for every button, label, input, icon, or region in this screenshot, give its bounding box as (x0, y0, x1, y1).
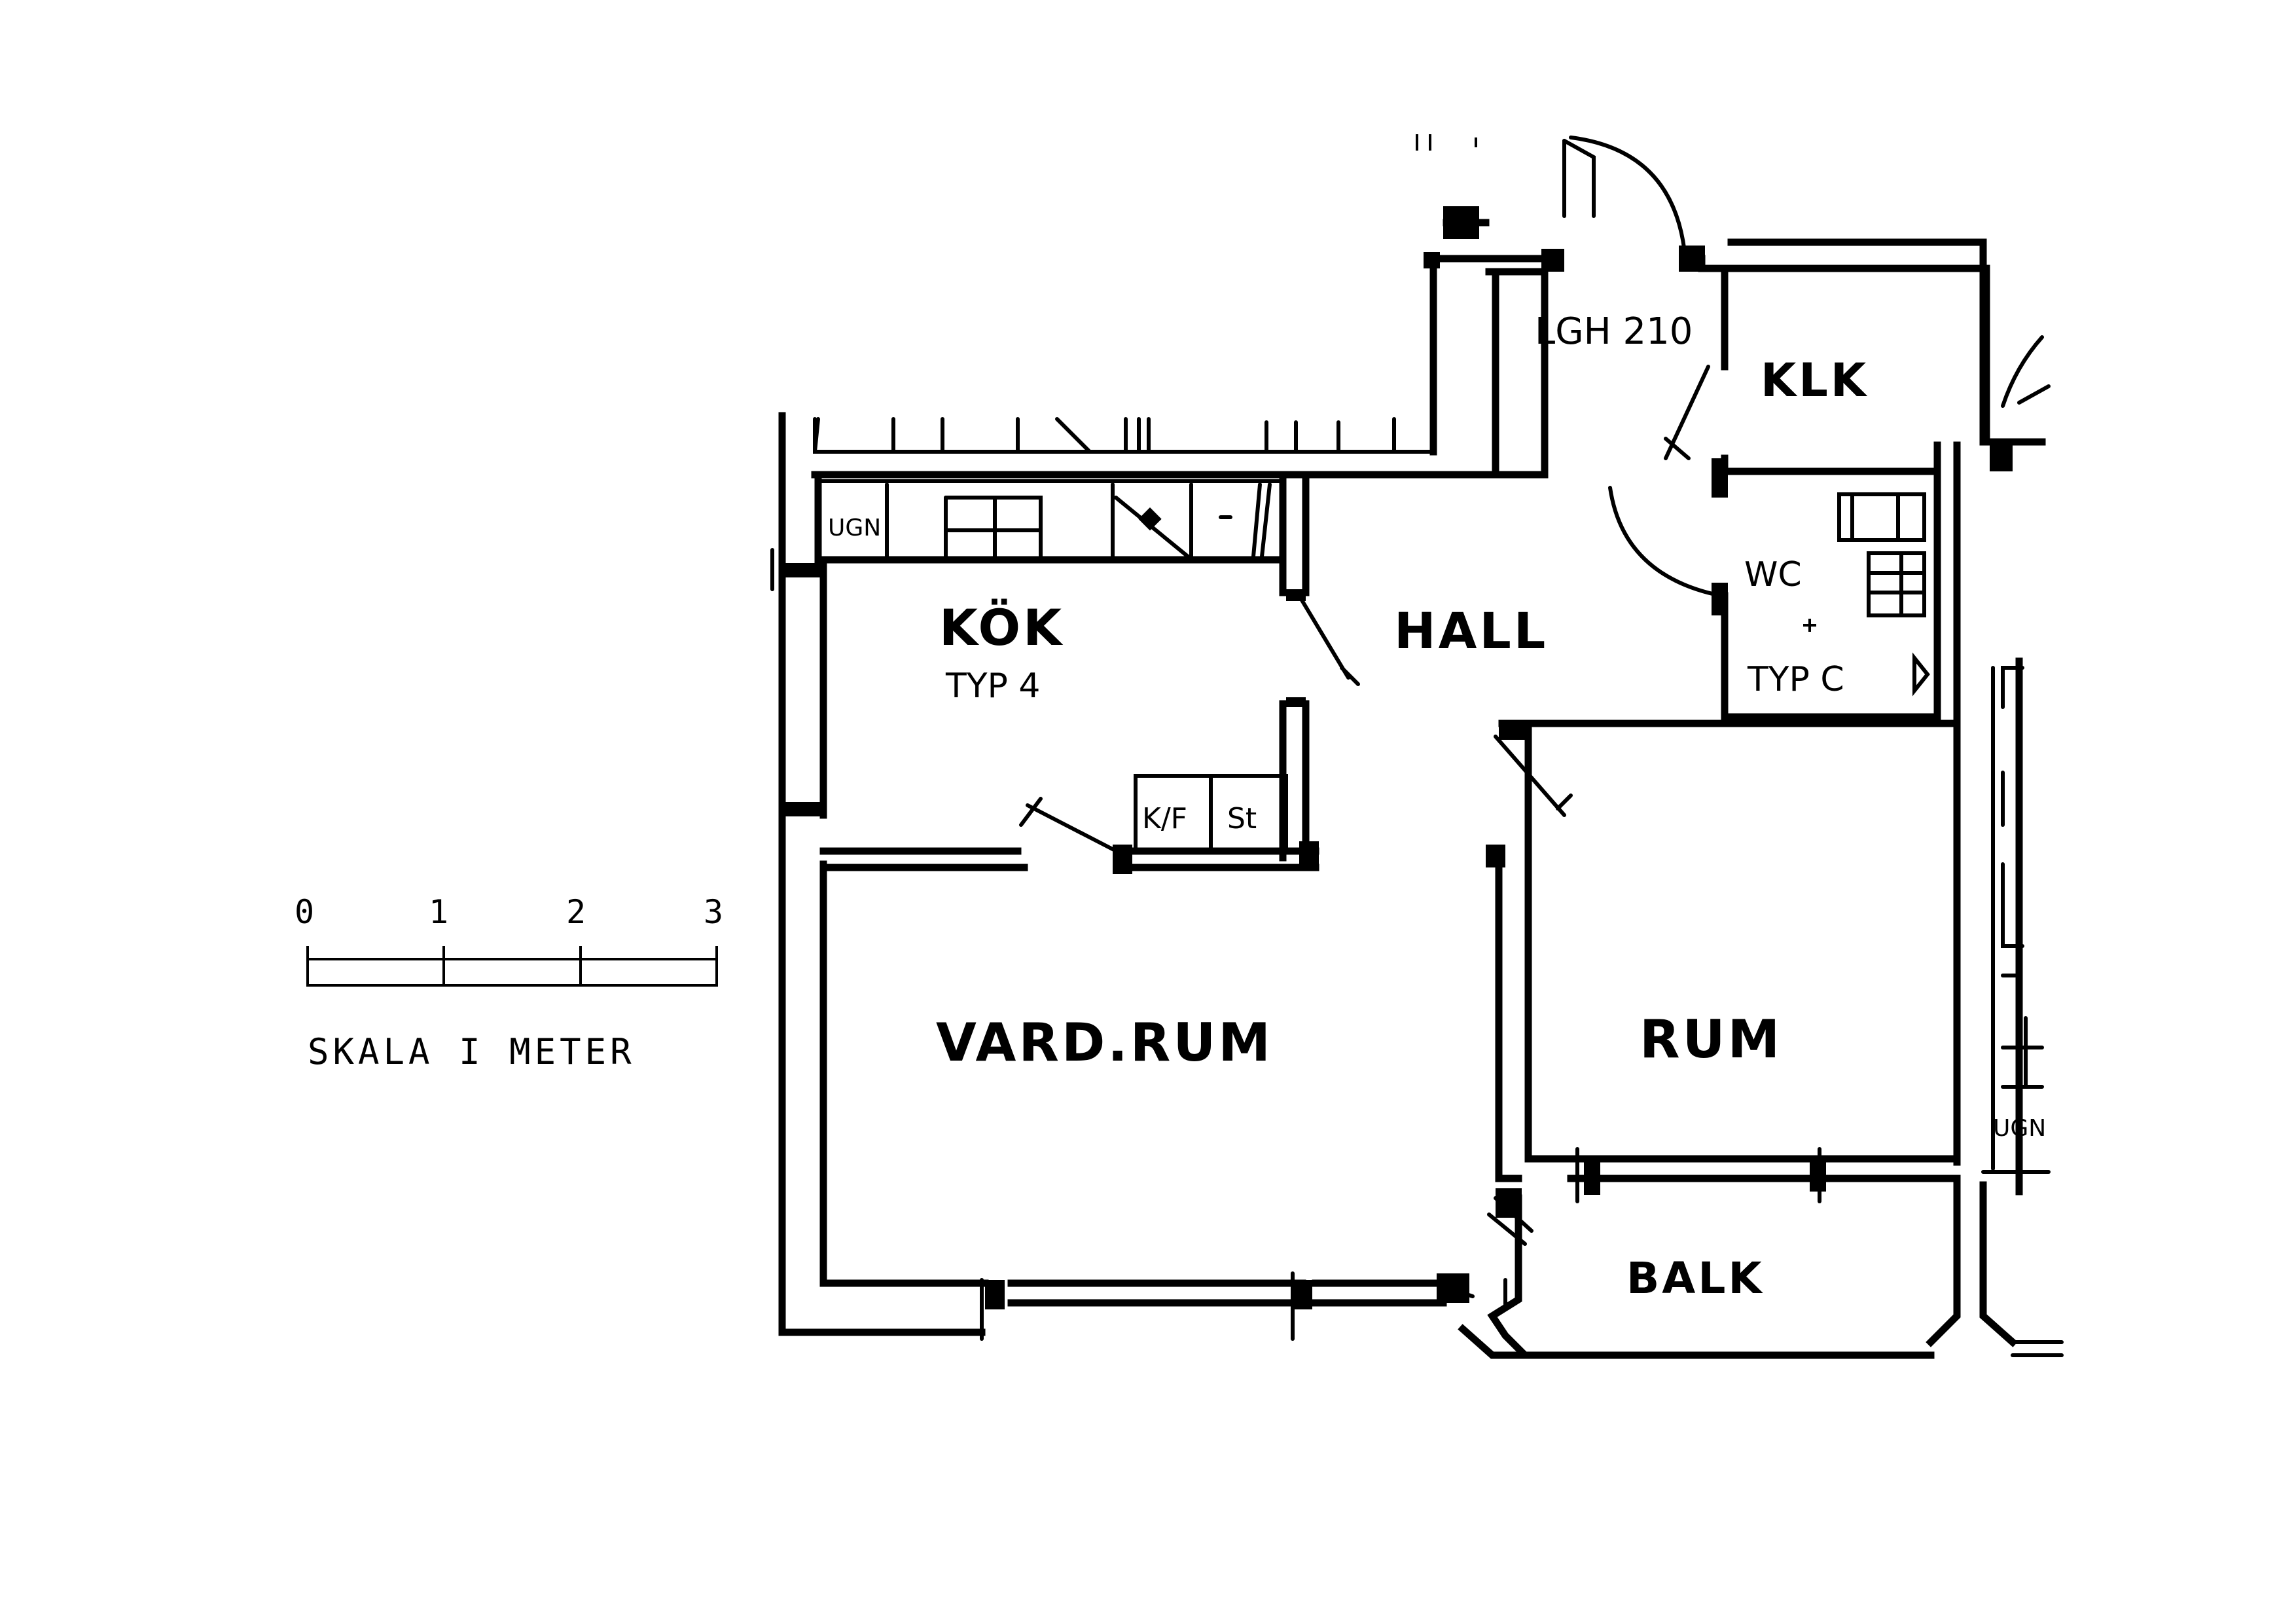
scale-tick-0: 0 (295, 893, 314, 931)
room-type-wc: TYP C (1747, 660, 1844, 699)
wc-fixtures (1803, 492, 1930, 697)
walls (778, 219, 2064, 1359)
scale-tick-3: 3 (704, 893, 723, 931)
room-label-kok: KÖK (939, 598, 1064, 657)
wall-joints (770, 134, 2013, 1341)
apartment-label: LGH 210 (1535, 310, 1693, 353)
room-label-rum: RUM (1640, 1009, 1782, 1070)
kitchen-appliances (1134, 774, 1288, 853)
upper-cabinets (813, 417, 1396, 454)
fixture-oven-right: UGN (1993, 1115, 2046, 1142)
fixture-storage: St (1227, 802, 1257, 835)
room-labels: LGH 210 KÖK TYP 4 HALL KLK WC TYP C VARD… (936, 310, 1869, 1304)
room-label-vardrum: VARD.RUM (936, 1012, 1273, 1073)
doors (1019, 136, 2051, 1298)
scale-tick-2: 2 (566, 893, 586, 931)
room-label-klk: KLK (1761, 354, 1869, 407)
room-type-kok: TYP 4 (945, 666, 1041, 706)
room-label-balk: BALK (1626, 1253, 1765, 1304)
room-label-hall: HALL (1394, 602, 1548, 660)
fixture-labels: UGN K/F St UGN (828, 515, 2046, 1142)
scale-tick-1: 1 (429, 893, 448, 931)
fixture-oven-left: UGN (828, 515, 881, 541)
scale-caption: SKALA I METER (308, 1031, 636, 1072)
room-label-wc: WC (1744, 555, 1802, 594)
fixture-fridge: K/F (1142, 802, 1187, 835)
kitchen-counter (814, 477, 1285, 564)
scale-bar: 0 1 2 3 SKALA I METER (295, 893, 723, 1072)
